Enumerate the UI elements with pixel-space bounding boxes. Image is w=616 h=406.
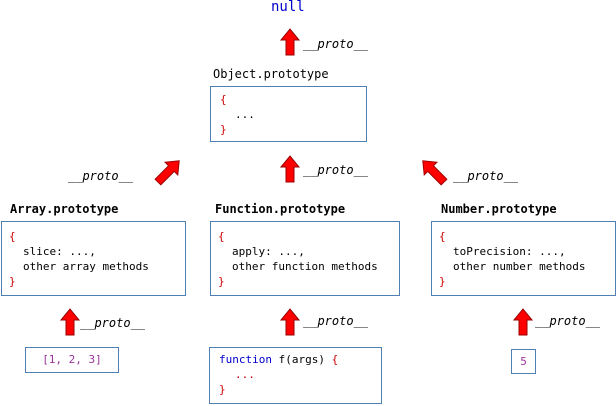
function-close-brace: } xyxy=(218,275,225,288)
object-prototype-title: Object.prototype xyxy=(213,67,329,81)
proto-arrow-array-literal xyxy=(59,308,81,336)
object-close-brace: } xyxy=(220,123,227,136)
function-apply-line: apply: ..., xyxy=(232,245,305,258)
proto-label-function-literal: __proto__ xyxy=(303,314,369,328)
proto-arrow-function-literal xyxy=(279,308,301,336)
object-body: ... xyxy=(235,108,255,121)
proto-label-object: __proto__ xyxy=(303,37,369,51)
proto-arrow-number-literal xyxy=(512,308,534,336)
function-keyword: function xyxy=(219,353,272,366)
function-literal-box: function f(args) { ... } xyxy=(209,347,382,404)
proto-label-function: __proto__ xyxy=(303,163,369,177)
function-code-close-brace: } xyxy=(219,383,226,396)
array-slice-line: slice: ..., xyxy=(23,245,96,258)
function-prototype-title: Function.prototype xyxy=(215,202,346,216)
array-literal-box: [1, 2, 3] xyxy=(25,347,119,373)
function-methods-line: other function methods xyxy=(232,260,378,273)
array-methods-line: other array methods xyxy=(23,260,149,273)
object-open-brace: { xyxy=(220,93,227,106)
null-label: null xyxy=(271,0,305,15)
proto-label-array-literal: __proto__ xyxy=(80,316,146,330)
proto-arrow-array-to-object xyxy=(154,160,180,186)
function-open-brace: { xyxy=(218,230,225,243)
proto-label-number-literal: __proto__ xyxy=(535,314,601,328)
array-prototype-box: { slice: ..., other array methods } xyxy=(1,221,186,296)
function-signature: f(args) xyxy=(271,353,332,366)
array-prototype-title: Array.prototype xyxy=(10,202,119,216)
number-methods-line: other number methods xyxy=(453,260,586,273)
object-prototype-box: { ... } xyxy=(210,86,367,142)
function-prototype-box: { apply: ..., other function methods } xyxy=(210,221,400,296)
proto-arrow-function-to-object xyxy=(279,155,301,183)
proto-arrow-object-to-null xyxy=(279,28,301,56)
proto-label-array: __proto__ xyxy=(68,169,134,183)
number-prototype-title: Number.prototype xyxy=(441,202,557,216)
proto-label-number: __proto__ xyxy=(453,169,519,183)
number-literal-box: 5 xyxy=(511,349,536,374)
function-code-body: ... xyxy=(235,368,255,381)
number-prototype-box: { toPrecision: ..., other number methods… xyxy=(431,221,616,296)
proto-arrow-number-to-object xyxy=(422,160,448,186)
array-close-brace: } xyxy=(9,275,16,288)
number-open-brace: { xyxy=(439,230,446,243)
number-close-brace: } xyxy=(439,275,446,288)
number-toprecision-line: toPrecision: ..., xyxy=(453,245,566,258)
array-open-brace: { xyxy=(9,230,16,243)
function-signature-line: function f(args) { xyxy=(219,352,338,367)
function-code-open-brace: { xyxy=(331,353,339,366)
